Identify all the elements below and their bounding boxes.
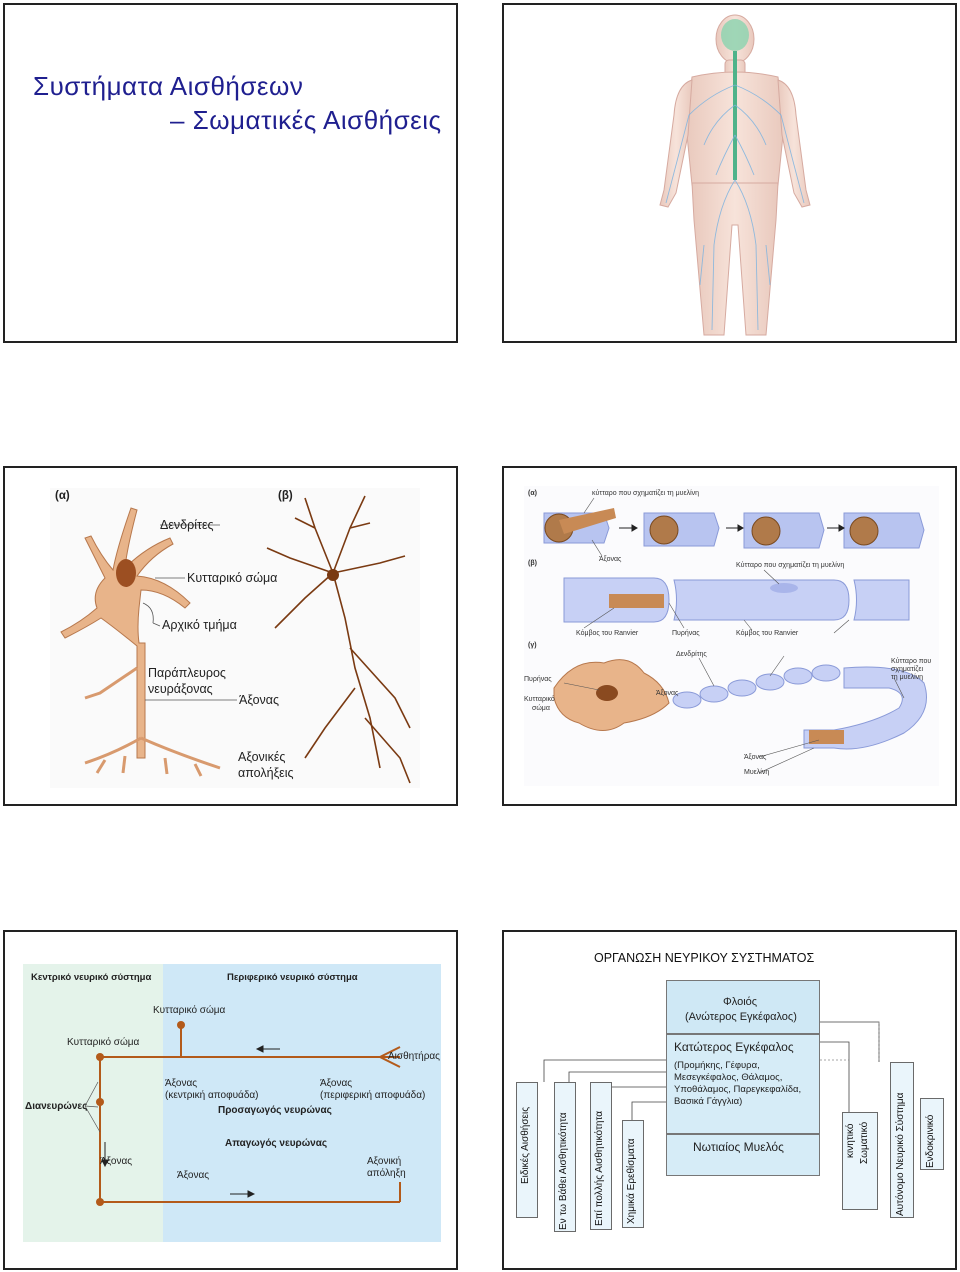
lower-brain-detail-1: (Προμήκης, Γέφυρα, xyxy=(674,1060,760,1071)
label-axon-c2: Άξονας xyxy=(744,754,767,761)
lower-brain-label: Κατώτερος Εγκέφαλος xyxy=(674,1040,794,1054)
cns-panel xyxy=(23,964,163,1242)
label-axon-bottom: Άξονας xyxy=(177,1170,210,1181)
myelin-diagram xyxy=(524,486,939,786)
label-myelin-cell-c1: Κύτταρο που xyxy=(891,658,932,665)
chemical-stimuli-box xyxy=(622,1120,644,1228)
label-myelin-cell-b: Κύτταρο που σχηματίζει τη μυελίνη xyxy=(736,562,845,569)
autonomic-box xyxy=(890,1062,914,1218)
label-axon-central-1: Άξονας xyxy=(165,1078,198,1089)
label-axon-c1: Άξονας xyxy=(656,690,679,697)
label-b: (β) xyxy=(278,490,293,502)
label-cell-body: Κυτταρικό σώμα xyxy=(187,571,278,585)
label-cell-body-c1: Κυτταρικό xyxy=(524,696,555,703)
label-node-ranvier-b: Κόμβος του Ranvier xyxy=(576,630,639,637)
label-terminals-1: Αξονικές xyxy=(238,750,286,764)
label-terminals-2: απολήξεις xyxy=(238,766,294,780)
label-collateral-2: νευράξονας xyxy=(148,682,213,696)
lower-brain-detail-4: Βασικά Γάγγλια) xyxy=(674,1096,743,1107)
label-myelin: Μυελίνη xyxy=(744,769,770,776)
cortex-label-1: Φλοιός xyxy=(723,996,758,1008)
slide-title-line2: – Σωματικές Αισθήσεις xyxy=(170,105,442,135)
lower-brain-detail-3: Υποθάλαμος, Παρεγκεφαλίδα, xyxy=(674,1084,802,1095)
slide-myelin: (α) κύτταρο που σχηματίζει τη μυελίνη Άξ… xyxy=(502,466,957,806)
spinal-cord-box xyxy=(666,1134,820,1176)
neuron-pathway-diagram xyxy=(84,1021,401,1206)
superficial-sensitivity-label: Επί πολλής Αισθητικότητα xyxy=(594,1110,605,1226)
label-node-ranvier-b2: Κόμβος του Ranvier xyxy=(736,630,799,637)
pns-header: Περιφερικό νευρικό σύστημα xyxy=(227,972,358,983)
label-nucleus-c: Πυρήνας xyxy=(524,676,552,683)
label-axon-central-2: (κεντρική αποφυάδα) xyxy=(165,1090,259,1101)
label-receptor: Αισθητήρας xyxy=(388,1051,440,1062)
slide-nervous-system-organization: ΟΡΓΑΝΩΣΗ ΝΕΥΡΙΚΟΥ ΣΥΣΤΗΜΑΤΟΣ Φλοιός (Ανώ… xyxy=(502,930,957,1270)
label-c: (γ) xyxy=(528,642,537,649)
label-cell-body-top: Κυτταρικό σώμα xyxy=(153,1005,226,1016)
label-cell-body-left: Κυτταρικό σώμα xyxy=(67,1037,140,1048)
label-myelin-cell-c2: σχηματίζει xyxy=(891,666,924,673)
cns-header: Κεντρικό νευρικό σύστημα xyxy=(31,972,152,983)
label-axon: Άξονας xyxy=(239,693,280,707)
special-senses-box xyxy=(516,1082,538,1218)
label-dendrites-c: Δενδρίτης xyxy=(676,651,707,658)
label-b: (β) xyxy=(528,560,537,567)
cell-body-b-icon xyxy=(327,569,339,581)
cortex-box xyxy=(666,980,820,1034)
label-nucleus-b: Πυρήνας xyxy=(672,630,700,637)
deep-sensitivity-box xyxy=(554,1082,576,1232)
slide6-title: ΟΡΓΑΝΩΣΗ ΝΕΥΡΙΚΟΥ ΣΥΣΤΗΜΑΤΟΣ xyxy=(594,951,815,965)
endocrine-label: Ενδοκρινικό xyxy=(925,1114,936,1168)
slide-title: Συστήματα Αισθήσεων – Σωματικές Αισθήσει… xyxy=(3,3,458,343)
endocrine-box xyxy=(920,1098,944,1170)
label-a: (α) xyxy=(528,490,537,497)
chemical-stimuli-label: Χημικά Ερεθίσματα xyxy=(626,1138,637,1224)
slide-neuron-structure: (α) (β) Δενδρίτες Κυτταρικό σώμα Αρχικό … xyxy=(3,466,458,806)
label-terminal-2: απόληξη xyxy=(367,1168,406,1179)
label-initial-segment: Αρχικό τμήμα xyxy=(162,618,237,632)
label-a: (α) xyxy=(55,490,70,502)
cell-body-markers xyxy=(96,1021,185,1206)
label-afferent: Προσαγωγός νευρώνας xyxy=(218,1105,332,1116)
label-axon-a: Άξονας xyxy=(599,556,622,563)
somatic-motor-label-2: κινητικό xyxy=(845,1123,856,1158)
label-terminal-1: Αξονική xyxy=(367,1156,402,1167)
somatic-motor-label-1: Σωματικό xyxy=(859,1121,870,1164)
slide-body-illustration xyxy=(502,3,957,343)
label-interneurons: Διανευρώνες xyxy=(25,1101,88,1112)
label-dendrites: Δενδρίτες xyxy=(160,518,214,532)
lower-brain-detail-2: Μεσεγκέφαλος, Θάλαμος, xyxy=(674,1072,783,1083)
label-axon-left: Άξονας xyxy=(100,1156,133,1167)
human-nervous-system-image xyxy=(659,14,811,336)
label-myelin-cell-c3: τη μυελίνη xyxy=(891,674,924,681)
pns-panel xyxy=(163,964,441,1242)
spinal-cord-label: Νωτιαίος Μυελός xyxy=(693,1140,784,1154)
autonomic-label: Αυτόνομο Νευρικό Σύστημα xyxy=(895,1092,906,1216)
label-cell-body-c2: σώμα xyxy=(532,705,550,712)
connection-lines xyxy=(543,1021,880,1120)
slide-title-line1: Συστήματα Αισθήσεων xyxy=(33,71,304,101)
label-collateral-1: Παράπλευρος xyxy=(148,666,226,680)
special-senses-label: Ειδικές Αισθήσεις xyxy=(520,1106,531,1184)
label-myelin-cell-a: κύτταρο που σχηματίζει τη μυελίνη xyxy=(592,490,700,497)
label-axon-peripheral-2: (περιφερική αποφυάδα) xyxy=(320,1090,426,1101)
neuron-diagram xyxy=(50,488,420,788)
brain-icon xyxy=(721,19,749,51)
label-axon-peripheral-1: Άξονας xyxy=(320,1078,353,1089)
superficial-sensitivity-box xyxy=(590,1082,612,1230)
lower-brain-box xyxy=(666,1034,820,1134)
slide-nervous-system-pathways: Κεντρικό νευρικό σύστημα Περιφερικό νευρ… xyxy=(3,930,458,1270)
somatic-motor-box xyxy=(842,1112,878,1210)
deep-sensitivity-label: Εν τω Βάθει Αισθητικότητα xyxy=(558,1112,569,1230)
label-efferent: Απαγωγός νευρώνας xyxy=(225,1138,328,1149)
nucleus-icon xyxy=(116,559,136,587)
cortex-label-2: (Ανώτερος Εγκέφαλος) xyxy=(685,1011,797,1023)
